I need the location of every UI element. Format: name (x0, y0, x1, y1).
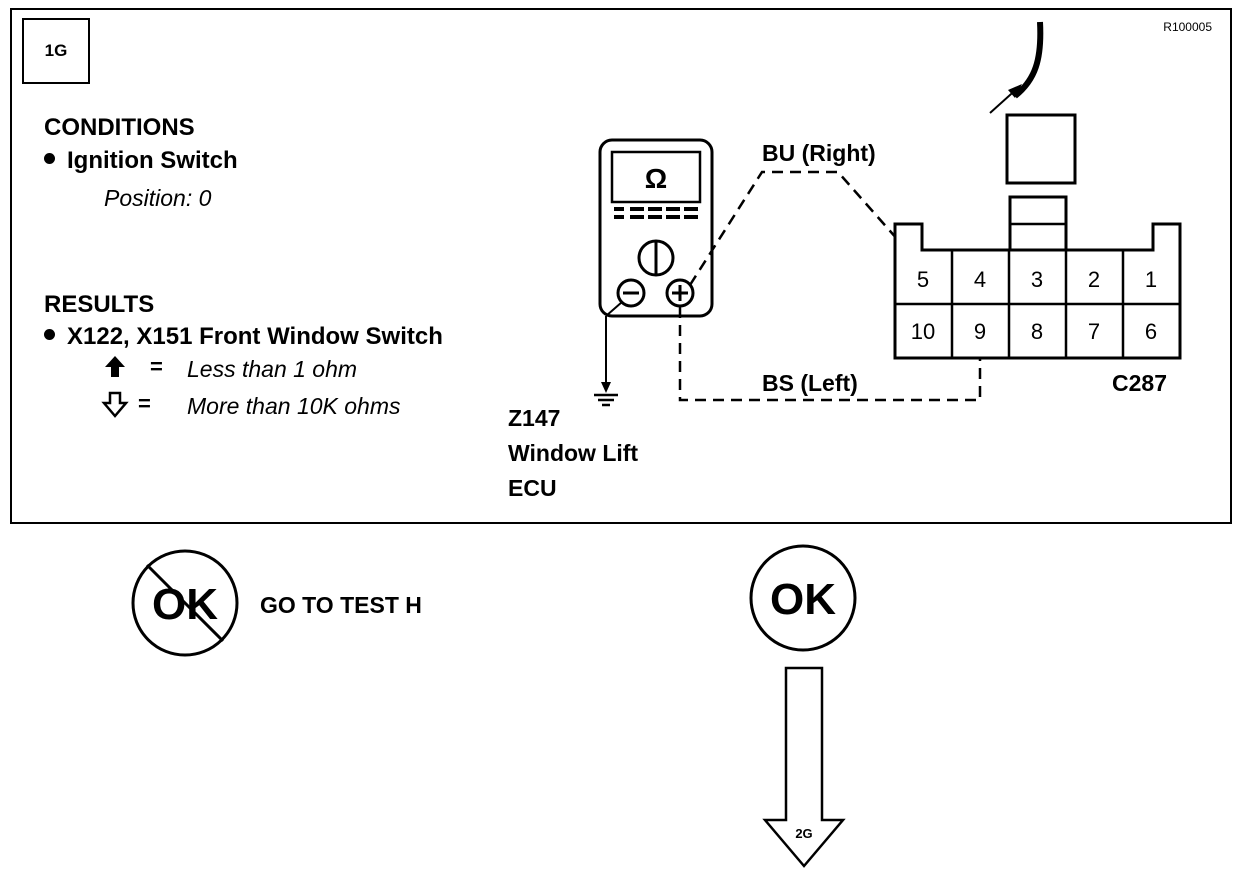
reference-code: R100005 (1163, 20, 1212, 34)
conditions-item-label: Ignition Switch (67, 147, 238, 174)
ohm-symbol: Ω (645, 163, 667, 194)
ecu-label-code: Z147 (508, 405, 561, 431)
ok-label: OK (770, 575, 836, 624)
disconnect-arrow-icon (1008, 84, 1022, 98)
result-down-text: More than 10K ohms (187, 393, 401, 419)
next-step-label: 2G (795, 826, 812, 841)
wire-bu-right (688, 170, 899, 286)
mating-connector (989, 21, 1077, 185)
next-step-arrow: 2G (762, 666, 846, 868)
pin-9: 9 (974, 319, 986, 344)
not-ok-badge: OK (131, 549, 239, 657)
ground-icon (594, 393, 618, 407)
results-item: X122, X151 Front Window Switch (44, 323, 443, 351)
pin-5: 5 (917, 267, 929, 292)
conditions-heading: CONDITIONS (44, 114, 195, 141)
arrow-down-icon (101, 391, 129, 418)
ok-badge: OK (749, 544, 857, 652)
ecu-label-name: Window Lift (508, 440, 639, 466)
arrow-up-icon (105, 356, 125, 377)
equals-sign-up: = (150, 354, 163, 379)
conditions-position: Position: 0 (104, 185, 212, 211)
bullet-icon (44, 153, 55, 164)
ground-lead (601, 301, 623, 393)
results-item-label: X122, X151 Front Window Switch (67, 323, 443, 350)
pin-7: 7 (1088, 319, 1100, 344)
step-id-box: 1G (22, 18, 90, 84)
result-up-text: Less than 1 ohm (187, 356, 358, 382)
connector-c287: 5 4 3 2 1 10 9 8 7 6 (893, 195, 1182, 360)
pin-8: 8 (1031, 319, 1043, 344)
pin-6: 6 (1145, 319, 1157, 344)
wire-bs-left (678, 307, 982, 402)
conditions-item: Ignition Switch (44, 147, 238, 175)
results-heading: RESULTS (44, 291, 155, 318)
pin-4: 4 (974, 267, 986, 292)
multimeter-icon: Ω (598, 138, 714, 318)
pin-10: 10 (911, 319, 935, 344)
connector-name: C287 (1112, 370, 1167, 396)
bullet-icon (44, 329, 55, 340)
wire-label-top: BU (Right) (762, 140, 876, 166)
wire-label-bottom: BS (Left) (762, 370, 858, 396)
ecu-label-type: ECU (508, 475, 557, 501)
equals-sign-down: = (138, 391, 151, 416)
not-ok-action: GO TO TEST H (260, 592, 422, 618)
pin-1: 1 (1145, 267, 1157, 292)
pin-3: 3 (1031, 267, 1043, 292)
pin-2: 2 (1088, 267, 1100, 292)
test-panel: 1G R100005 (10, 8, 1232, 524)
